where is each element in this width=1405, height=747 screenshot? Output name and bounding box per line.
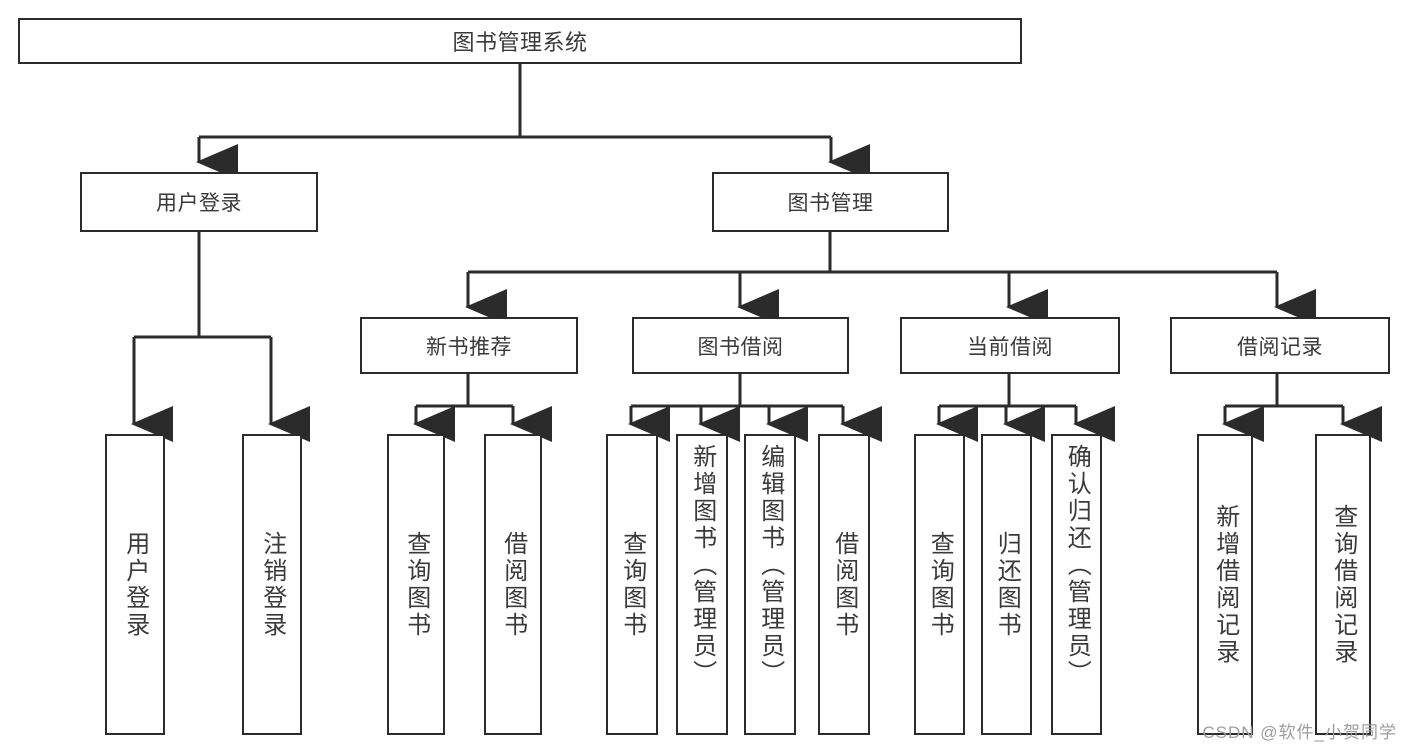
leaf-query-borrow-record[interactable]: 查询借阅记录 [1315, 434, 1371, 735]
leaf-query-book-recommend[interactable]: 查询图书 [387, 434, 445, 735]
leaf-label: 注销登录 [258, 530, 286, 639]
leaf-query-book-borrow[interactable]: 查询图书 [606, 434, 658, 735]
node-new-book-recommend[interactable]: 新书推荐 [360, 317, 578, 374]
watermark: CSDN @软件_小贺同学 [1202, 723, 1397, 742]
leaf-borrow-book-recommend[interactable]: 借阅图书 [484, 434, 542, 735]
node-current-borrow[interactable]: 当前借阅 [900, 317, 1120, 374]
leaf-label: 查询图书 [926, 530, 954, 639]
leaf-label: 查询图书 [402, 530, 430, 639]
leaf-query-book-current[interactable]: 查询图书 [914, 434, 965, 735]
leaf-add-borrow-record[interactable]: 新增借阅记录 [1197, 434, 1253, 735]
leaf-add-book-admin[interactable]: 新增图书（管理员） [676, 434, 728, 735]
leaf-label: 用户登录 [121, 530, 149, 639]
leaf-label: 查询借阅记录 [1329, 503, 1357, 666]
leaf-user-logout[interactable]: 注销登录 [242, 434, 302, 735]
leaf-label: 新增借阅记录 [1211, 503, 1239, 666]
leaf-label: 归还图书 [993, 530, 1021, 639]
leaf-label: 查询图书 [618, 530, 646, 639]
node-root[interactable]: 图书管理系统 [18, 18, 1022, 64]
leaf-borrow-book[interactable]: 借阅图书 [818, 434, 870, 735]
leaf-label: 借阅图书 [830, 530, 858, 639]
node-book-management[interactable]: 图书管理 [712, 172, 949, 232]
leaf-user-login[interactable]: 用户登录 [105, 434, 165, 735]
leaf-label: 新增图书（管理员） [688, 444, 716, 687]
leaf-confirm-return-admin[interactable]: 确认归还（管理员） [1051, 434, 1102, 735]
node-book-borrow[interactable]: 图书借阅 [632, 317, 849, 374]
leaf-edit-book-admin[interactable]: 编辑图书（管理员） [744, 434, 796, 735]
node-borrow-record[interactable]: 借阅记录 [1170, 317, 1390, 374]
leaf-return-book[interactable]: 归还图书 [981, 434, 1032, 735]
leaf-label: 确认归还（管理员） [1063, 444, 1091, 687]
leaf-label: 编辑图书（管理员） [756, 444, 784, 687]
leaf-label: 借阅图书 [499, 530, 527, 639]
node-user-login[interactable]: 用户登录 [80, 172, 318, 232]
